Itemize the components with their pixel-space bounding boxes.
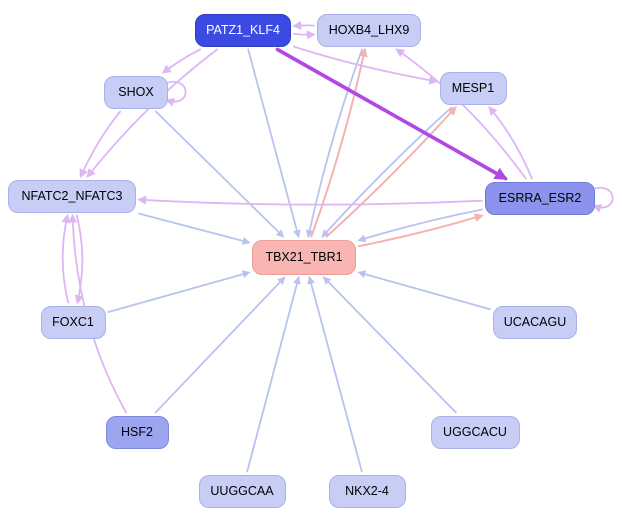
node-label: UGGCACU xyxy=(443,425,507,439)
edge-PATZ1_KLF4-ESRRA_ESR2 xyxy=(275,47,508,181)
node-uggcacu[interactable]: UGGCACU xyxy=(430,415,520,449)
edge-HOXB4_LHX9-PATZ1_KLF4 xyxy=(292,20,315,30)
node-uuggcaa[interactable]: UUGGCAA xyxy=(198,474,286,508)
edge-HSF2-TBX21_TBR1 xyxy=(154,276,286,414)
edge-NFATC2_NFATC3-TBX21_TBR1 xyxy=(138,212,251,245)
edge-PATZ1_KLF4-HOXB4_LHX9 xyxy=(293,30,316,40)
edge-ESRRA_ESR2-HOXB4_LHX9 xyxy=(395,48,527,180)
node-label: TBX21_TBR1 xyxy=(265,250,343,264)
node-label: NFATC2_NFATC3 xyxy=(21,189,123,203)
self-loop-SHOX xyxy=(165,80,187,107)
node-label: PATZ1_KLF4 xyxy=(206,23,280,37)
node-label: UUGGCAA xyxy=(210,484,274,498)
node-nfatc2-nfatc3[interactable]: NFATC2_NFATC3 xyxy=(8,179,136,213)
node-patz1-klf4[interactable]: PATZ1_KLF4 xyxy=(195,13,291,47)
node-foxc1[interactable]: FOXC1 xyxy=(40,305,106,339)
edge-TBX21_TBR1-ESRRA_ESR2 xyxy=(358,213,484,248)
node-hsf2[interactable]: HSF2 xyxy=(105,415,169,449)
edge-TBX21_TBR1-MESP1 xyxy=(325,106,457,238)
node-ucacagu[interactable]: UCACAGU xyxy=(493,305,577,339)
node-label: ESRRA_ESR2 xyxy=(498,191,582,205)
edge-PATZ1_KLF4-TBX21_TBR1 xyxy=(247,48,301,239)
edge-PATZ1_KLF4-MESP1 xyxy=(293,45,439,85)
edge-UCACAGU-TBX21_TBR1 xyxy=(357,270,491,311)
edge-FOXC1-NFATC2_NFATC3 xyxy=(61,213,71,304)
edge-HOXB4_LHX9-TBX21_TBR1 xyxy=(305,48,363,239)
edge-TBX21_TBR1-HOXB4_LHX9 xyxy=(310,47,368,238)
node-mesp1[interactable]: MESP1 xyxy=(439,71,507,105)
node-label: HOXB4_LHX9 xyxy=(328,23,410,37)
node-label: HSF2 xyxy=(121,425,153,439)
node-nkx2-4[interactable]: NKX2-4 xyxy=(328,474,406,508)
edge-PATZ1_KLF4-NFATC2_NFATC3 xyxy=(86,48,218,178)
edge-MESP1-TBX21_TBR1 xyxy=(321,106,453,238)
self-loop-ESRRA_ESR2 xyxy=(592,186,614,213)
node-label: UCACAGU xyxy=(503,315,567,329)
node-shox[interactable]: SHOX xyxy=(104,75,168,109)
edge-ESRRA_ESR2-TBX21_TBR1 xyxy=(357,208,483,243)
edge-SHOX-NFATC2_NFATC3 xyxy=(79,110,122,179)
node-label: FOXC1 xyxy=(52,315,94,329)
edge-SHOX-TBX21_TBR1 xyxy=(155,110,285,238)
node-label: SHOX xyxy=(118,85,154,99)
edge-UUGGCAA-TBX21_TBR1 xyxy=(246,275,301,473)
edge-ESRRA_ESR2-MESP1 xyxy=(488,106,533,180)
edge-FOXC1-TBX21_TBR1 xyxy=(107,270,251,313)
edge-NKX2-4-TBX21_TBR1 xyxy=(307,275,363,473)
edge-PATZ1_KLF4-SHOX xyxy=(161,48,202,74)
node-hoxb4-lhx9[interactable]: HOXB4_LHX9 xyxy=(317,13,421,47)
edge-ESRRA_ESR2-NFATC2_NFATC3 xyxy=(137,195,483,206)
node-tbx21-tbr1[interactable]: TBX21_TBR1 xyxy=(252,239,356,275)
edge-UGGCACU-TBX21_TBR1 xyxy=(322,276,457,414)
node-esrra-esr2[interactable]: ESRRA_ESR2 xyxy=(485,181,595,215)
node-label: MESP1 xyxy=(451,81,495,95)
node-label: NKX2-4 xyxy=(345,484,389,498)
edge-NFATC2_NFATC3-FOXC1 xyxy=(74,214,84,305)
